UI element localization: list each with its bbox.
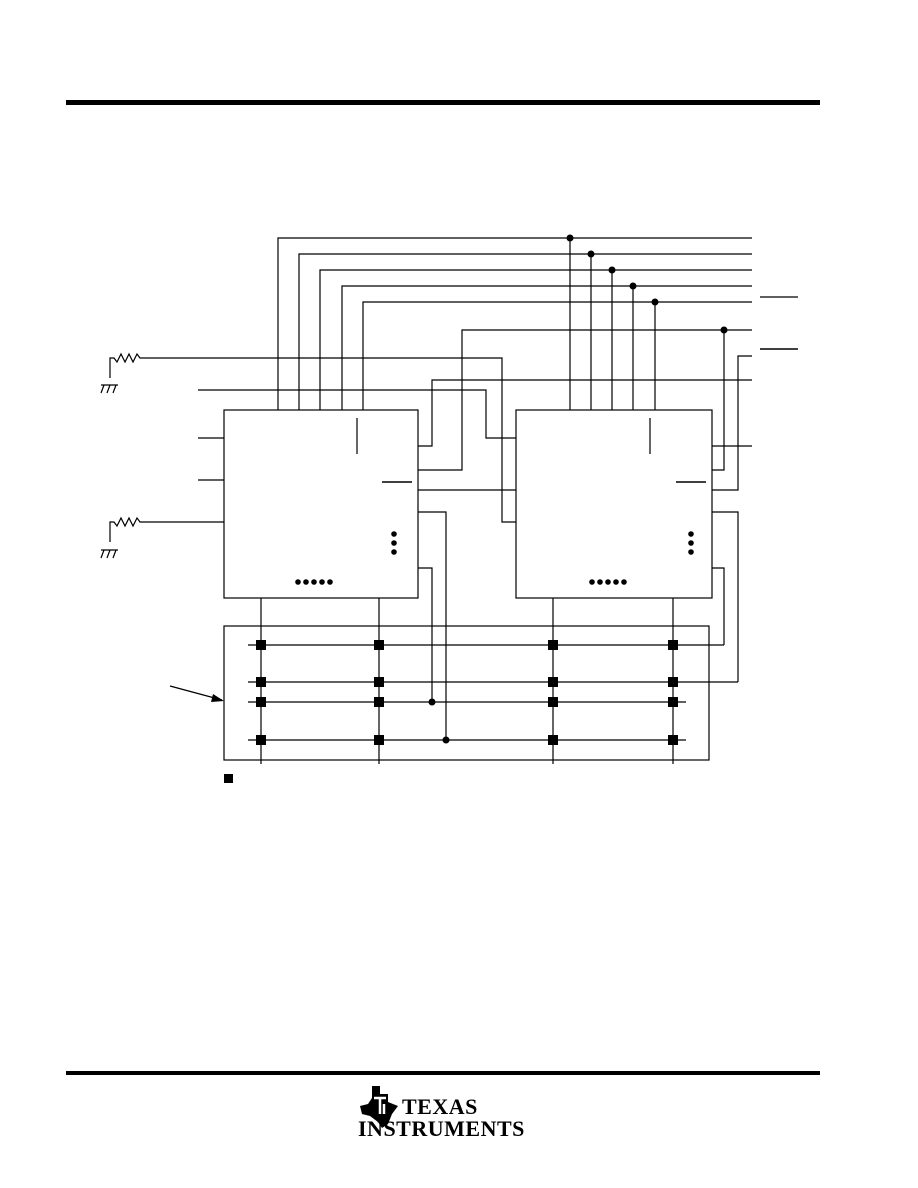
control-line: [418, 329, 752, 471]
junction-dot: [608, 266, 616, 274]
memory-cell: [374, 697, 384, 707]
ellipsis-dot: [589, 579, 595, 585]
ellipsis-dot: [688, 540, 694, 546]
ellipsis-dot: [391, 531, 397, 537]
ground-1: [100, 384, 118, 394]
junction-dot: [720, 326, 728, 334]
junction-dot: [629, 282, 637, 290]
ellipsis-dot: [391, 540, 397, 546]
ellipsis-dot: [621, 579, 627, 585]
junction-dot: [428, 698, 436, 706]
memory-cell: [374, 640, 384, 650]
memory-cell: [374, 677, 384, 687]
memory-cell: [668, 697, 678, 707]
ellipsis-dot: [303, 579, 309, 585]
ellipsis-dot: [327, 579, 333, 585]
top-rule: [66, 100, 820, 105]
memory-cell: [548, 677, 558, 687]
memory-cell: [548, 640, 558, 650]
dev2-output-3: [712, 511, 739, 682]
device-block-2: [515, 409, 713, 599]
input-line-a: [198, 389, 516, 439]
junction-dot: [651, 298, 659, 306]
memory-cell: [668, 677, 678, 687]
ellipsis-dot: [688, 549, 694, 555]
junction-dot: [566, 234, 574, 242]
device-block-1: [223, 409, 419, 599]
memory-cell: [256, 677, 266, 687]
bottom-rule: [66, 1071, 820, 1075]
ellipsis-dot: [391, 549, 397, 555]
brand-line-2: Instruments: [358, 1116, 525, 1141]
bus-line-1: [277, 237, 752, 410]
resistor-1: [109, 352, 145, 378]
dev1-output-3: [418, 511, 447, 740]
memory-cell: [374, 735, 384, 745]
resistor-2: [109, 516, 145, 542]
ellipsis-dot: [605, 579, 611, 585]
memory-cell: [668, 640, 678, 650]
ellipsis-dot: [311, 579, 317, 585]
resistor-1-line: [145, 357, 516, 523]
memory-array: [223, 625, 710, 761]
memory-cell: [548, 735, 558, 745]
ellipsis-dot: [597, 579, 603, 585]
junction-dot: [442, 736, 450, 744]
ellipsis-dot: [319, 579, 325, 585]
memory-cell: [548, 697, 558, 707]
ellipsis-dot: [295, 579, 301, 585]
bus-line-3: [319, 269, 752, 410]
bus-line-2: [298, 253, 752, 410]
control-tap: [712, 330, 725, 471]
bus-line-5: [362, 301, 752, 410]
array-pointer-head: [211, 694, 224, 702]
ellipsis-dot: [688, 531, 694, 537]
ellipsis-dot: [613, 579, 619, 585]
memory-cell: [668, 735, 678, 745]
dev1-output-4: [418, 567, 433, 702]
ti-state-icon: [360, 1086, 398, 1128]
memory-cell: [256, 735, 266, 745]
dev2-output-1: [712, 355, 752, 491]
ti-logo: Texas Instruments: [358, 1084, 528, 1144]
dev2-output-4: [712, 567, 725, 645]
brand-line-1: Texas: [402, 1094, 478, 1119]
junction-dot: [587, 250, 595, 258]
memory-cell: [256, 697, 266, 707]
memory-cell: [256, 640, 266, 650]
dev1-output-1: [418, 379, 752, 447]
legend-cell-symbol: [224, 774, 233, 783]
bus-line-4: [341, 285, 752, 410]
ground-2: [100, 549, 118, 559]
